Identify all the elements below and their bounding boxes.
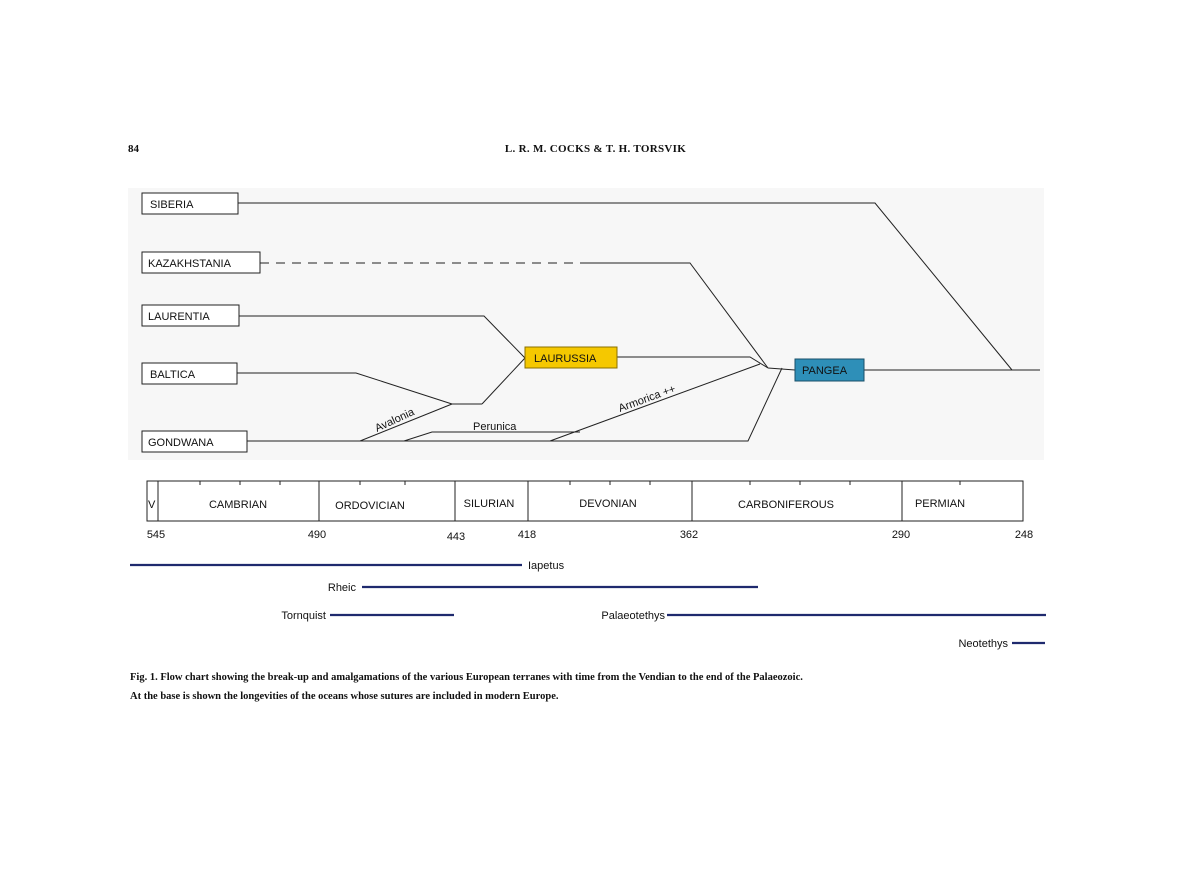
terrane-box-baltica: BALTICA	[141, 362, 238, 385]
terrane-box-kazakhstania: KAZAKHSTANIA	[141, 251, 261, 274]
laurentia-line	[239, 315, 526, 359]
terrane-box-gondwana: GONDWANA	[141, 430, 248, 453]
terrane-label-baltica: BALTICA	[150, 369, 196, 381]
age-label-290: 290	[892, 529, 910, 541]
ocean-bars	[130, 563, 1046, 645]
age-label-248: 248	[1015, 529, 1033, 541]
terrane-box-pangea: PANGEA	[794, 358, 865, 382]
laurussia-merge-line	[481, 357, 526, 405]
figure-caption: Fig. 1. Flow chart showing the break-up …	[130, 668, 1030, 706]
caption-line-2: At the base is shown the longevities of …	[130, 691, 559, 702]
age-label-418: 418	[518, 529, 536, 541]
age-label-490: 490	[308, 529, 326, 541]
terrane-box-laurussia: LAURUSSIA	[524, 346, 618, 369]
branch-label-perunica: Perunica	[473, 421, 517, 433]
gondwana-line	[247, 367, 783, 442]
age-label-545: 545	[147, 529, 165, 541]
diagram-background	[128, 188, 1044, 460]
timescale: V CAMBRIAN ORDOVICIAN SILURIAN DEVONIAN …	[146, 480, 1033, 543]
pangea-join-line	[767, 367, 796, 371]
period-label-devonian: DEVONIAN	[579, 498, 637, 510]
terrane-label-pangea: PANGEA	[802, 365, 848, 377]
timescale-frame	[146, 480, 1024, 522]
kazakhstania-line	[588, 262, 769, 369]
page-number: 84	[128, 143, 139, 155]
terrane-label-laurentia: LAURENTIA	[148, 311, 210, 323]
terrane-box-siberia: SIBERIA	[141, 192, 239, 215]
terrane-label-laurussia: LAURUSSIA	[534, 353, 597, 365]
period-label-ordovician: ORDOVICIAN	[335, 500, 405, 512]
ocean-label-palaeotethys: Palaeotethys	[601, 610, 665, 622]
period-label-cambrian: CAMBRIAN	[209, 499, 267, 511]
period-ticks	[199, 481, 961, 485]
age-label-443: 443	[447, 531, 465, 543]
terrane-label-kazakhstania: KAZAKHSTANIA	[148, 258, 232, 270]
age-label-362: 362	[680, 529, 698, 541]
caption-line-1: Fig. 1. Flow chart showing the break-up …	[130, 672, 803, 683]
laurussia-line	[617, 356, 769, 369]
period-label-permian: PERMIAN	[915, 498, 965, 510]
period-label-carboniferous: CARBONIFEROUS	[738, 499, 834, 511]
ocean-label-tornquist: Tornquist	[281, 610, 326, 622]
terrane-label-gondwana: GONDWANA	[148, 437, 214, 449]
ocean-label-rheic: Rheic	[328, 582, 357, 594]
ocean-label-iapetus: Iapetus	[528, 560, 565, 572]
ocean-label-neotethys: Neotethys	[958, 638, 1008, 650]
terrane-box-laurentia: LAURENTIA	[141, 304, 240, 327]
period-label-v: V	[148, 499, 156, 511]
terrane-label-siberia: SIBERIA	[150, 199, 194, 211]
avalonia-line	[359, 403, 453, 442]
running-header: L. R. M. COCKS & T. H. TORSVIK	[504, 143, 687, 155]
period-label-silurian: SILURIAN	[464, 498, 515, 510]
terrane-lines	[237, 202, 1040, 442]
period-dividers	[157, 481, 903, 521]
siberia-line	[238, 202, 1013, 371]
baltica-line	[237, 372, 453, 405]
armorica-line	[549, 363, 761, 442]
perunica-line	[403, 431, 580, 442]
